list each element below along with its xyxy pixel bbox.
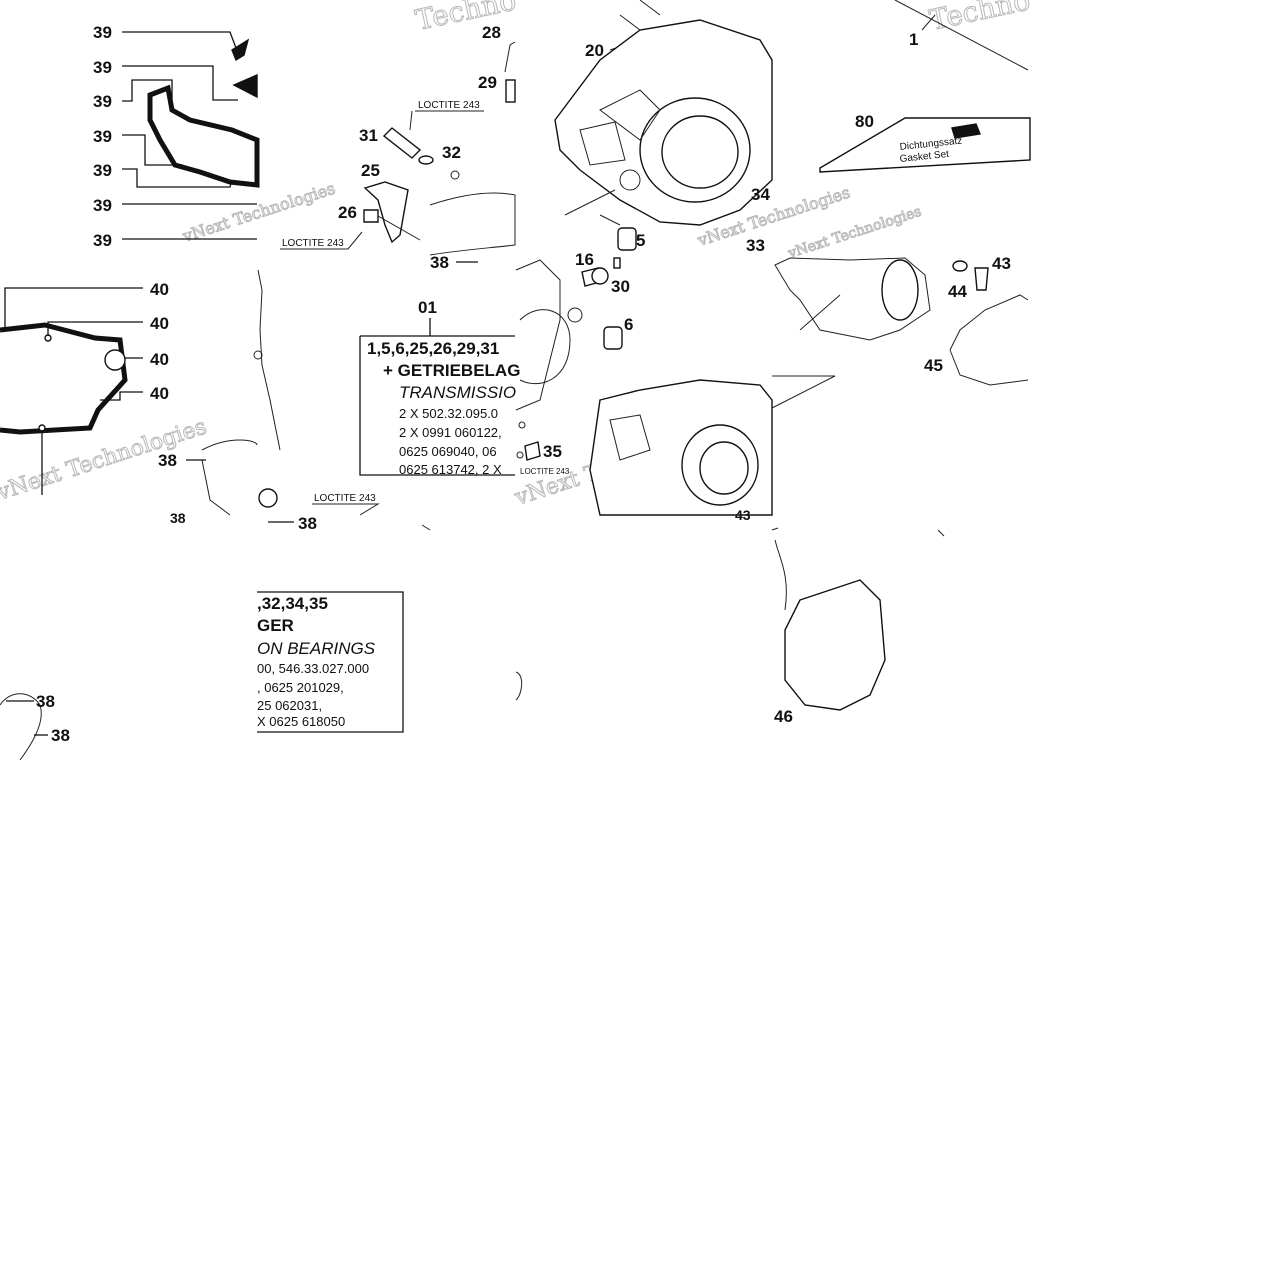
- kit-parts-list: 1,5,6,25,26,29,31: [367, 339, 499, 358]
- ignition-cover-gasket: [147, 38, 260, 188]
- callout-39: 39: [93, 127, 112, 146]
- callout-44: 44: [948, 282, 967, 301]
- callout-39: 39: [93, 161, 112, 180]
- kit-part-numbers: 0625 613742, 2 X: [399, 462, 502, 477]
- callout-34: 34: [751, 185, 770, 204]
- kit-part-numbers: 00, 546.33.027.000: [257, 661, 369, 676]
- kit-title-en: TRANSMISSIO: [399, 383, 516, 402]
- callout-1: 1: [909, 30, 918, 49]
- bearing-icon: [603, 326, 623, 350]
- callout-40: 40: [150, 314, 169, 333]
- loctite-note: LOCTITE 243: [314, 493, 376, 504]
- screw-plug-icon: [974, 267, 989, 291]
- kit-part-numbers: , 0625 201029,: [257, 680, 344, 695]
- kit-part-numbers: 2 X 502.32.095.0: [399, 406, 498, 421]
- kit-parts-list: ,32,34,35: [257, 594, 328, 613]
- callout-38: 38: [170, 510, 186, 526]
- watermark: vNext Technologies: [0, 414, 210, 506]
- kit-title-de: GER: [257, 616, 294, 635]
- callout-39: 39: [93, 92, 112, 111]
- kit-part-numbers: 0625 069040, 06: [399, 444, 497, 459]
- callout-80: 80: [855, 112, 874, 131]
- callout-30: 30: [611, 277, 630, 296]
- loctite-note: LOCTITE 243: [520, 467, 570, 476]
- crankcase-half-left: 20 5 34 33: [554, 0, 773, 255]
- bearing-icon: [617, 227, 637, 251]
- callout-38: 38: [36, 692, 55, 711]
- callout-31: 31: [359, 126, 378, 145]
- callout-43: 43: [992, 254, 1011, 273]
- callout-6: 6: [624, 315, 633, 334]
- bolt-icon: [382, 127, 422, 159]
- callout-39: 39: [93, 231, 112, 250]
- loctite-note: LOCTITE 243: [282, 238, 344, 249]
- ignition-cover-icon: [784, 579, 886, 711]
- watermark: vNext Technologies: [179, 179, 337, 246]
- callout-01: 01: [418, 298, 437, 317]
- tile-fasteners: 28 29 LOCTITE 243 31 32 25 26 LOCTITE 24…: [280, 23, 516, 272]
- callout-38: 38: [158, 451, 177, 470]
- kit-title-en: ON BEARINGS: [257, 639, 376, 658]
- callout-25: 25: [361, 161, 380, 180]
- clutch-cover: 43 44 45 46: [771, 254, 1029, 726]
- kit-part-numbers: 2 X 0991 060122,: [399, 425, 502, 440]
- callout-20: 20: [585, 41, 604, 60]
- callout-43: 43: [735, 507, 751, 523]
- callout-29: 29: [478, 73, 497, 92]
- kit-title-de: + GETRIEBELAG: [383, 361, 520, 380]
- crankcase-half-right: 16 30 6 35 LOCTITE 243: [515, 250, 836, 701]
- callout-45: 45: [924, 356, 943, 375]
- callouts-39: 39 39 39 39 39 39 39: [93, 23, 257, 250]
- callout-35: 35: [543, 442, 562, 461]
- watermark: Techno: [413, 0, 519, 37]
- washer-icon: [418, 155, 434, 165]
- gasket-fragments: 38 38 38: [0, 510, 431, 761]
- crankcase-gasket: 40 40 40 40 38: [0, 280, 258, 516]
- callout-32: 32: [442, 143, 461, 162]
- callout-5: 5: [636, 231, 645, 250]
- gasket-set-label: Gasket Set: [899, 149, 950, 165]
- callout-38: 38: [298, 514, 317, 533]
- callout-28: 28: [482, 23, 501, 42]
- callout-33: 33: [746, 236, 765, 255]
- callout-40: 40: [150, 350, 169, 369]
- callout-39: 39: [93, 23, 112, 42]
- kit-callout: 01 1,5,6,25,26,29,31 + GETRIEBELAG TRANS…: [253, 269, 520, 733]
- callout-26: 26: [338, 203, 357, 222]
- callout-40: 40: [150, 384, 169, 403]
- loctite-note: LOCTITE 243: [418, 100, 480, 111]
- callout-40: 40: [150, 280, 169, 299]
- callout-46: 46: [774, 707, 793, 726]
- watermark: Techno: [927, 0, 1033, 37]
- kit-part-numbers: 25 062031,: [257, 698, 322, 713]
- stud-icon: [505, 79, 516, 103]
- callout-39: 39: [93, 58, 112, 77]
- callout-38: 38: [430, 253, 449, 272]
- gasket-set: 1 80 Dichtungssatz Gasket Set: [819, 0, 1031, 173]
- kit-part-numbers: X 0625 618050: [257, 714, 345, 729]
- callout-38: 38: [51, 726, 70, 745]
- callout-39: 39: [93, 196, 112, 215]
- callout-16: 16: [575, 250, 594, 269]
